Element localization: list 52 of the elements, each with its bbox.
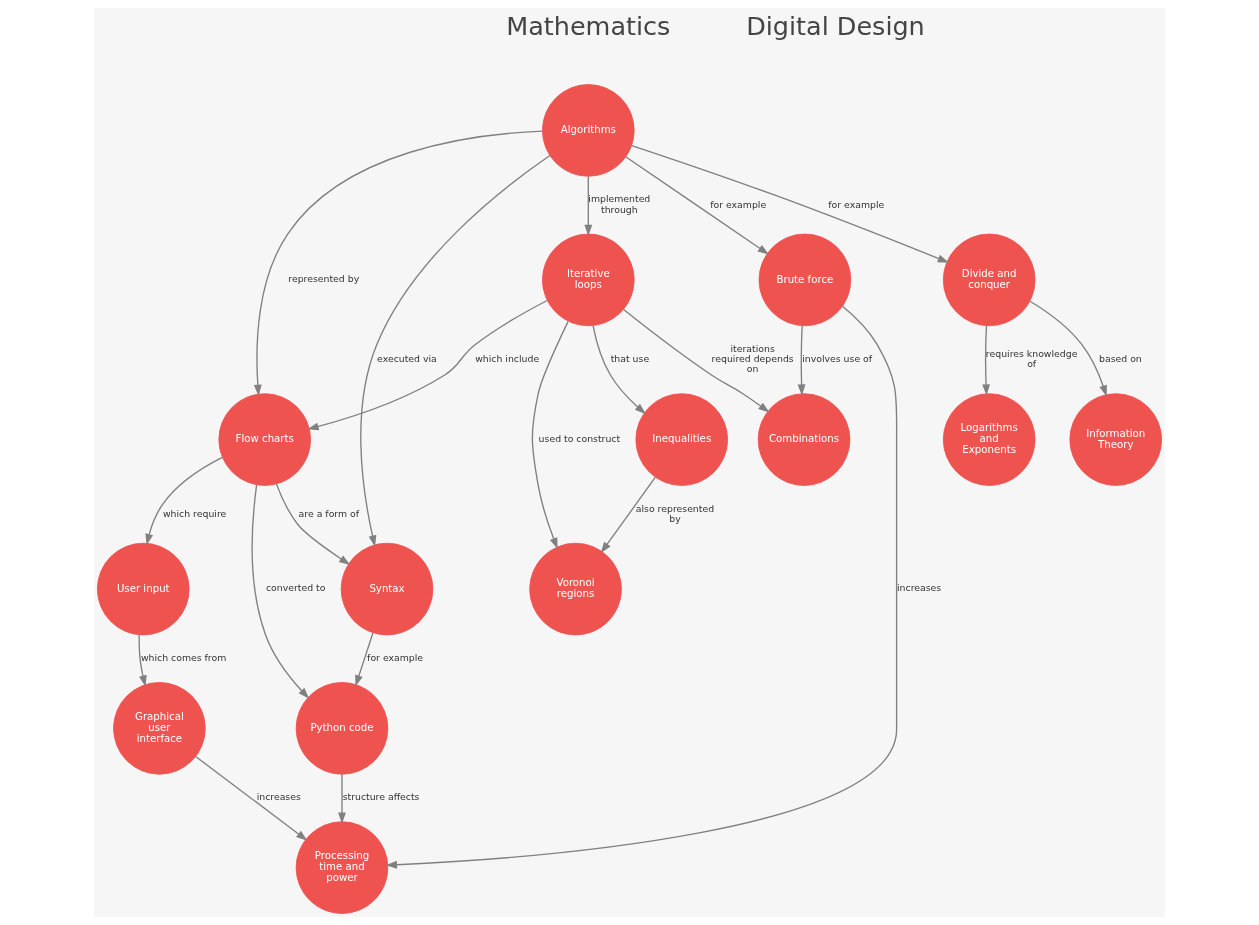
edge-label: that use <box>610 353 650 365</box>
edge-label: increases <box>256 791 301 803</box>
arrow <box>622 308 770 413</box>
edge-label: which comes from <box>140 652 227 664</box>
arrow <box>625 156 769 255</box>
edge-label: increases <box>897 582 942 594</box>
arrow <box>275 483 351 565</box>
arrow <box>982 325 990 396</box>
edge-label: iterations required depends on <box>711 342 794 375</box>
node-circle: Flow charts <box>218 393 311 486</box>
arrow <box>385 305 898 869</box>
edge-label: for example <box>828 198 885 210</box>
arrow <box>145 456 223 546</box>
arrow <box>360 154 551 547</box>
edge-label: structure affects <box>342 791 420 803</box>
node-circle: User input <box>96 542 190 636</box>
arrow <box>584 175 593 236</box>
edge-label: based on <box>1099 353 1142 365</box>
arrow <box>600 476 656 554</box>
arrow <box>253 130 544 397</box>
edge-label: requires knowledge of <box>985 348 1078 370</box>
arrow <box>307 299 548 431</box>
arrow <box>1029 300 1107 397</box>
edge-label: are a form of <box>298 507 360 519</box>
edge-label: for example <box>710 198 767 210</box>
arrow <box>338 773 346 824</box>
arrow <box>592 324 646 415</box>
edge-label: which require <box>162 507 227 519</box>
label: Mathematics <box>506 11 671 42</box>
arrow <box>251 484 310 699</box>
arrow <box>797 325 806 396</box>
arrow <box>631 144 949 263</box>
arrow <box>195 755 308 841</box>
node-circle: Graphical user interface <box>113 682 206 775</box>
edge-label: implemented through <box>588 193 651 215</box>
node-circle: Logarithms and Exponents <box>942 393 1036 486</box>
node-circle: Iterative loops <box>542 233 635 327</box>
edge-label: used to construct <box>538 432 621 444</box>
edge-label: executed via <box>377 353 437 365</box>
arrow <box>531 320 569 550</box>
node-circle: Information Theory <box>1069 393 1163 486</box>
edge-label: for example <box>367 652 424 664</box>
node-circle: Algorithms <box>542 84 635 177</box>
edge-label: involves use of <box>802 353 873 365</box>
edge-label: also represented by <box>635 502 715 524</box>
edge-label: converted to <box>265 582 326 594</box>
node-circle: Divide and conquer <box>942 233 1036 327</box>
arrow <box>355 632 374 687</box>
arrow <box>138 634 147 687</box>
label: Digital Design <box>746 11 925 42</box>
edge-label: which include <box>475 353 540 365</box>
edge-label: represented by <box>288 273 360 285</box>
